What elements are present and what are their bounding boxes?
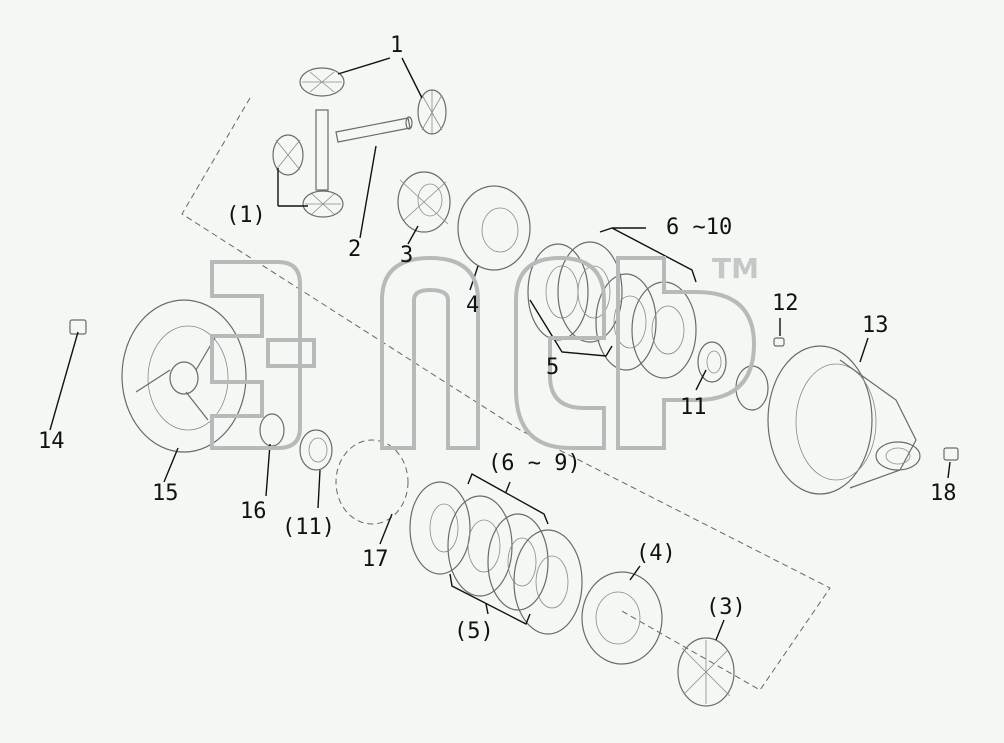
spider-gear-top — [299, 67, 345, 97]
spider-gear-left — [272, 134, 304, 176]
bracket-5-lower — [449, 573, 531, 625]
cross-shaft — [315, 109, 413, 191]
label-part-5-paren: (5) — [454, 619, 494, 644]
bracket-6-9-lower — [467, 473, 549, 525]
label-part-12: 12 — [772, 291, 799, 316]
part-labels: 1 (1) 2 3 4 5 6 ~10 11 12 13 14 15 16 (1… — [38, 33, 957, 644]
bolt-right — [943, 447, 959, 461]
bolt-left — [69, 319, 87, 335]
label-part-5: 5 — [546, 355, 559, 380]
label-part-3-paren: (3) — [706, 595, 746, 620]
thrust-washer-lower — [299, 429, 333, 471]
watermark-logo: TM — [210, 252, 759, 450]
thrust-block-lower — [581, 571, 663, 665]
spider-gear-right — [417, 89, 447, 135]
differential-case-left — [121, 299, 247, 453]
label-part-2: 2 — [348, 237, 361, 262]
label-part-4-paren: (4) — [636, 541, 676, 566]
label-part-1-paren: (1) — [226, 203, 266, 228]
thrust-washer-upper — [697, 341, 727, 383]
bracket-5-upper — [529, 299, 613, 357]
watermark-tm: TM — [712, 252, 759, 285]
label-part-11-paren: (11) — [282, 515, 335, 540]
bracket-6-10 — [599, 227, 697, 283]
label-part-17: 17 — [362, 547, 389, 572]
ring-16 — [259, 413, 285, 447]
thrust-block-top — [457, 185, 531, 271]
label-part-14: 14 — [38, 429, 65, 454]
side-gear-lower — [677, 637, 735, 707]
label-part-6-10: 6 ~10 — [666, 215, 732, 240]
pin — [773, 337, 785, 347]
differential-case-right — [767, 345, 921, 495]
label-part-3: 3 — [400, 243, 413, 268]
spider-gear-bottom — [302, 190, 344, 218]
label-part-1: 1 — [390, 33, 403, 58]
gasket-17 — [335, 439, 409, 525]
leader-lines — [49, 57, 951, 641]
side-gear-top — [397, 171, 451, 233]
label-part-6-9-paren: (6 ~ 9) — [488, 451, 581, 476]
clutch-disc-stack-lower — [409, 481, 583, 635]
label-part-16: 16 — [240, 499, 267, 524]
label-part-11: 11 — [680, 395, 707, 420]
label-part-4: 4 — [466, 293, 479, 318]
label-part-18: 18 — [930, 481, 957, 506]
assembly-outline — [181, 97, 831, 691]
label-part-13: 13 — [862, 313, 889, 338]
spacer-disc — [735, 365, 769, 411]
label-part-15: 15 — [152, 481, 179, 506]
